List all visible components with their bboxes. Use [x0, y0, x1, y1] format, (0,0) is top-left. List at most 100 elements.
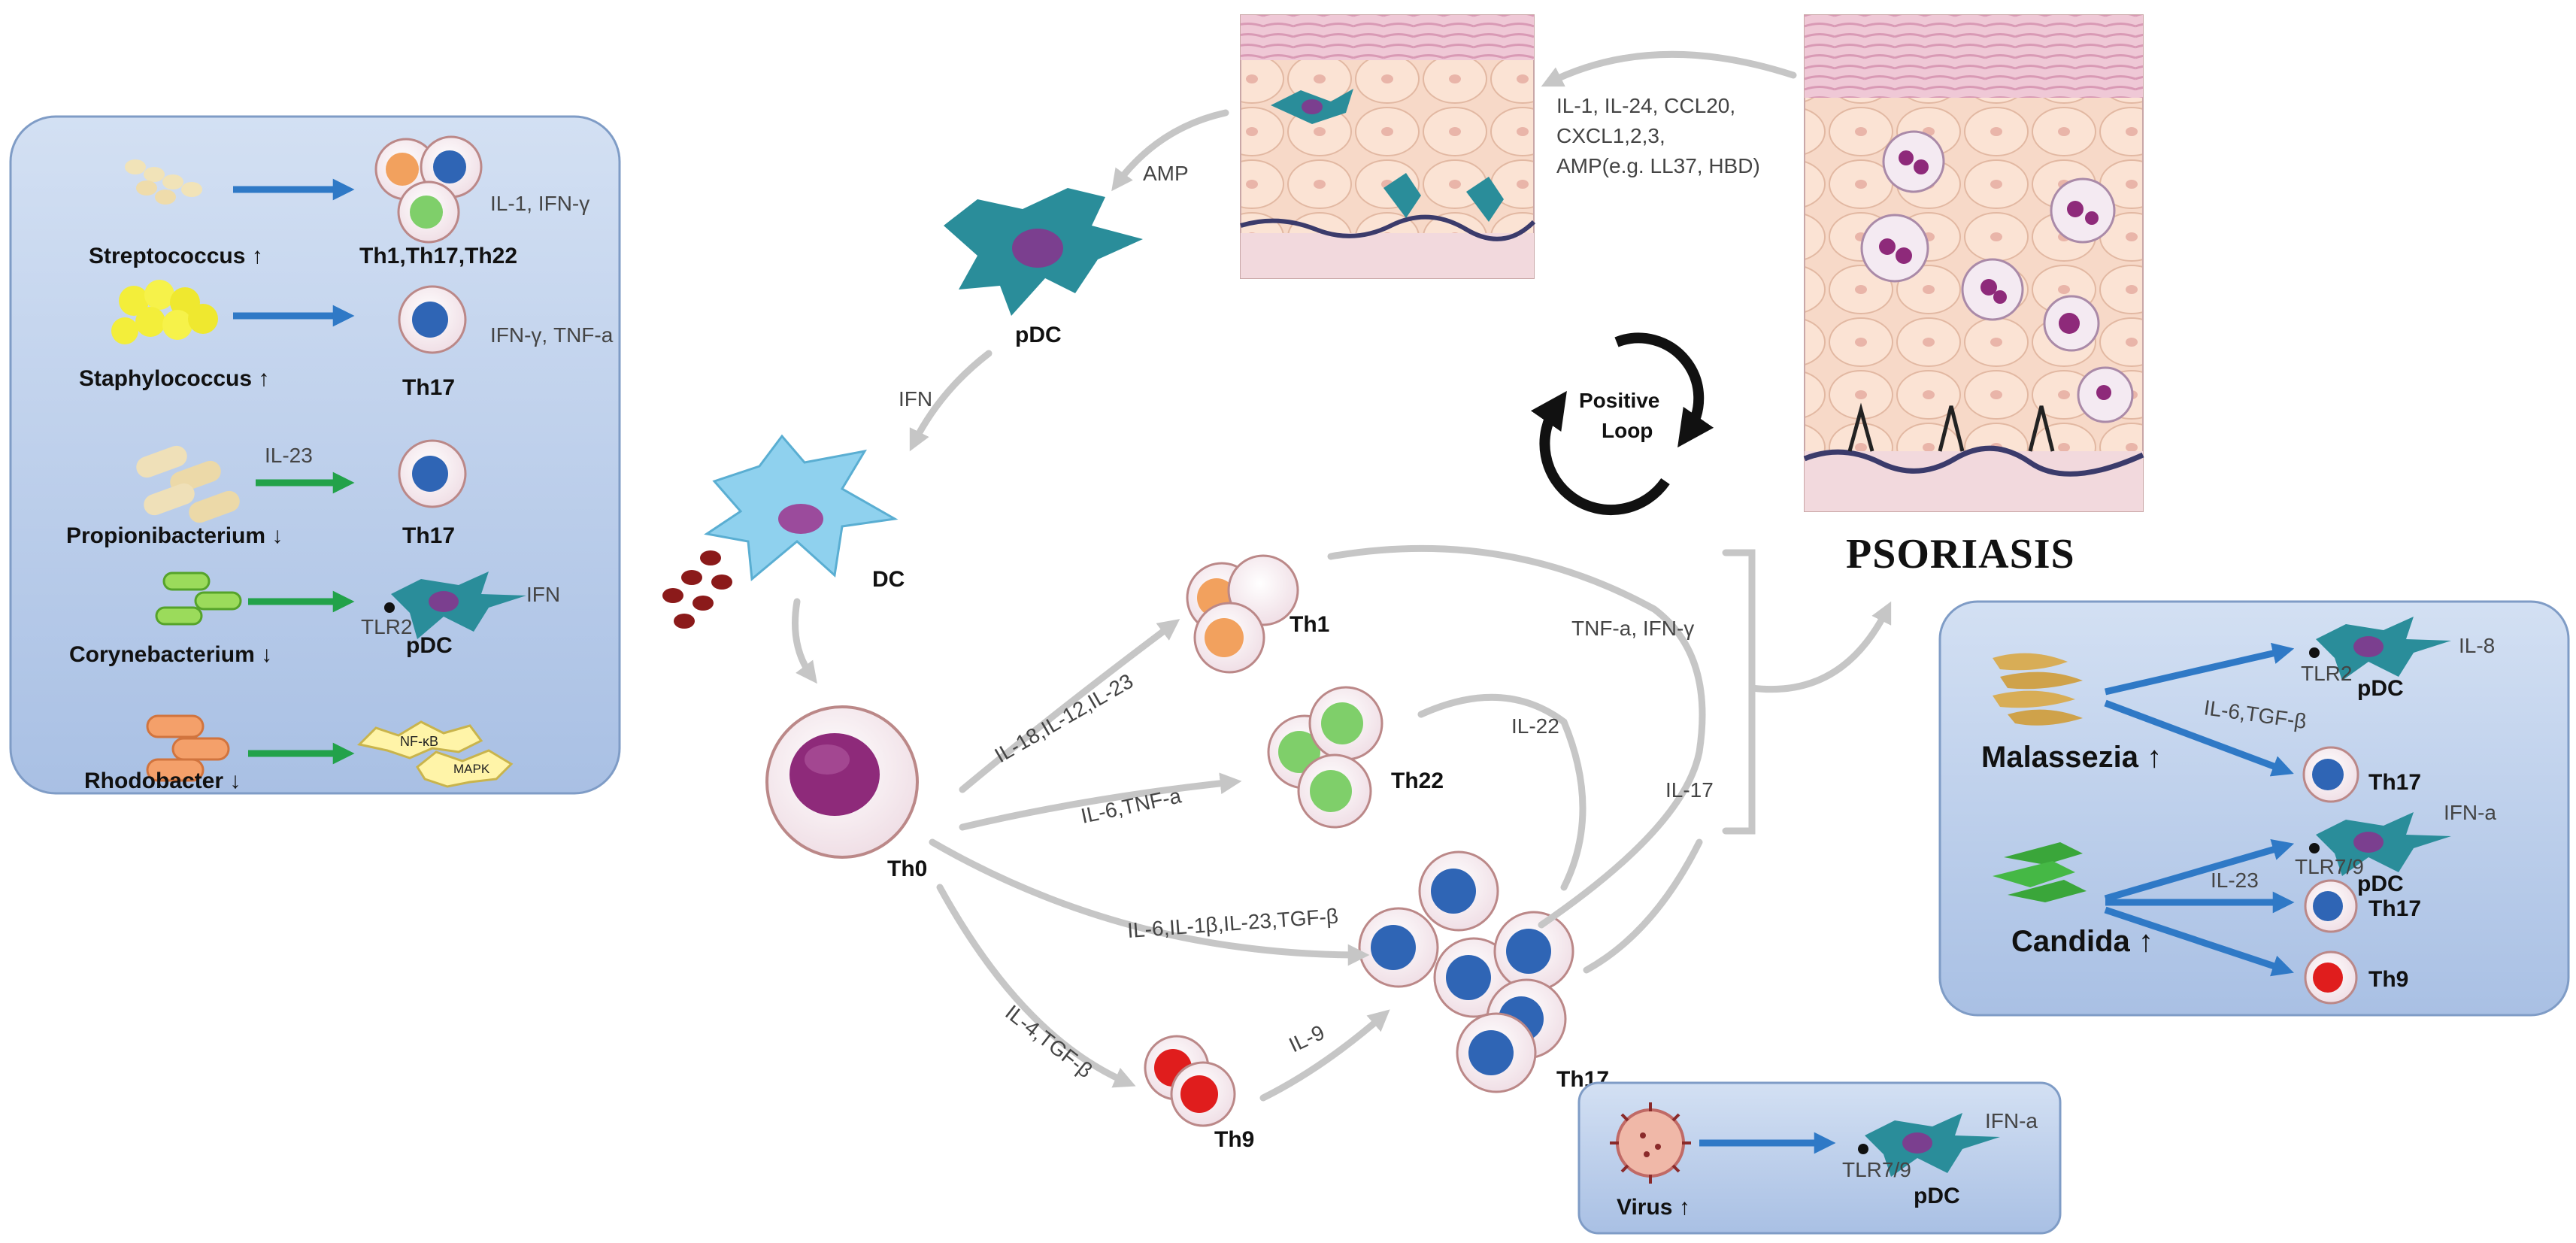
pdc-cell-icon	[2309, 812, 2451, 876]
candida-receptor: TLR7/9	[2295, 855, 2364, 878]
candida-to-th9-arrow	[2104, 906, 2294, 977]
amp-arrow	[1111, 109, 1229, 192]
candida-th9-label: Th9	[2368, 967, 2408, 992]
neutrophil-icons	[1860, 130, 2134, 423]
th-mix-cells-icon	[374, 135, 483, 244]
th1-label: Th1	[1290, 612, 1329, 637]
fungi-panel: Malassezia ↑ IL-6,TGF-β TLR2 pDC IL-8 Th…	[1938, 600, 2570, 1017]
streptococcus-row: IL-1, IFN-γ Streptococcus ↑ Th1,Th17,Th2…	[89, 135, 589, 268]
rhodobacter-label: Rhodobacter ↓	[84, 769, 241, 793]
mapk-label: MAPK	[453, 762, 490, 776]
th17-cell-icon	[398, 285, 467, 354]
amp-label: AMP	[1143, 162, 1189, 185]
th9-label: Th9	[1214, 1127, 1254, 1152]
corynebacterium-pdc-label: pDC	[406, 633, 453, 658]
streptococcus-cytokines: IL-1, IFN-γ	[490, 192, 589, 215]
candida-label: Candida ↑	[2011, 925, 2153, 958]
mapk-burst-icon: MAPK	[416, 749, 514, 788]
propionibacterium-row: IL-23 Propionibacterium ↓ Th17	[66, 439, 467, 548]
propionibacterium-label: Propionibacterium ↓	[66, 523, 283, 548]
staphylococcus-icon	[111, 280, 218, 344]
psoriasis-to-keratinocyte-arrow	[1541, 50, 1797, 87]
dc-label: DC	[872, 567, 905, 592]
bacteria-panel: IL-1, IFN-γ Streptococcus ↑ Th1,Th17,Th2…	[9, 115, 621, 795]
th0-label: Th0	[887, 856, 927, 881]
th0-to-th22-arrow	[959, 772, 1242, 831]
blood-vessel-icons	[1847, 402, 2055, 452]
th9-to-th17-arrow	[1259, 1009, 1390, 1102]
candida-to-pdc-arrow	[2104, 839, 2295, 902]
keratinocyte-cytokines-line3: AMP(e.g. LL37, HBD)	[1556, 154, 1760, 177]
to-th22-label: IL-6,TNF-a	[1079, 784, 1183, 828]
keratinocyte-cytokines-line1: IL-1, IL-24, CCL20,	[1556, 94, 1735, 117]
malassezia-receptor: TLR2	[2301, 662, 2352, 685]
th0-to-th9-arrow	[936, 884, 1136, 1088]
malassezia-pdc-cytokine: IL-8	[2459, 634, 2495, 657]
th0-cell-icon	[765, 705, 919, 859]
th0-to-th17-arrow	[929, 838, 1370, 966]
th9-cell-icon	[2304, 950, 2358, 1005]
malassezia-pdc-label: pDC	[2357, 676, 2404, 701]
skin-section-small	[1240, 14, 1536, 279]
bracket-to-psoriasis-arrow	[1748, 601, 1892, 693]
corynebacterium-label: Corynebacterium ↓	[69, 642, 272, 667]
streptococcus-label: Streptococcus ↑	[89, 244, 263, 268]
th22-effector-cytokines: IL-22	[1511, 714, 1559, 738]
th1-cell-icon	[1186, 554, 1299, 674]
th17-effector-line	[1583, 838, 1703, 974]
propionibacterium-cells: Th17	[402, 523, 455, 548]
virus-cytokine: IFN-a	[1985, 1109, 2038, 1132]
th17-cluster-icon	[1358, 850, 1574, 1093]
th22-cell-icon	[1267, 686, 1383, 829]
virus-receptor: TLR7/9	[1842, 1158, 1911, 1181]
candida-pdc-cytokine: IFN-a	[2444, 801, 2496, 824]
th22-effector-line	[1417, 693, 1587, 891]
psoriasis-title: PSORIASIS	[1846, 531, 2075, 578]
th1-effector-line	[1327, 544, 1706, 929]
pdc-label: pDC	[1015, 323, 1062, 347]
th9-to-th17-label: IL-9	[1285, 1020, 1328, 1057]
pdc-cell-icon	[944, 188, 1143, 316]
corynebacterium-icon	[155, 571, 242, 626]
streptococcus-cells: Th1,Th17,Th22	[359, 244, 517, 268]
malassezia-to-th17-arrow	[2104, 699, 2294, 777]
cytokine-bracket	[1722, 549, 1756, 835]
pdc-cell-icon	[2309, 617, 2451, 681]
propionibacterium-arrow-label: IL-23	[265, 444, 313, 467]
rhodobacter-icon	[146, 714, 230, 782]
th17-effector-cytokines: IL-17	[1665, 778, 1714, 802]
corynebacterium-receptor: TLR2	[361, 615, 412, 638]
ifn-arrow	[909, 350, 993, 452]
staphylococcus-row: IFN-γ, TNF-a Staphylococcus ↑ Th17	[79, 280, 614, 400]
skin-section-large	[1803, 14, 2144, 512]
keratinocyte-cytokines-line2: CXCL1,2,3,	[1556, 124, 1665, 147]
malassezia-icon	[1993, 653, 2083, 726]
virus-pdc-label: pDC	[1914, 1184, 1960, 1208]
nfkb-label: NF-κB	[400, 734, 438, 749]
malassezia-label: Malassezia ↑	[1981, 741, 2162, 774]
corynebacterium-row: TLR2 IFN pDC Corynebacterium ↓	[69, 571, 560, 667]
candida-th17-label: Th17	[2368, 896, 2421, 921]
candida-pdc-label: pDC	[2357, 872, 2404, 896]
th9-cell-icon	[1144, 1035, 1236, 1127]
th1-effector-cytokines: TNF-a, IFN-γ	[1571, 617, 1694, 640]
th17-cell-icon	[2304, 879, 2358, 933]
corynebacterium-cytokines: IFN	[526, 583, 560, 606]
positive-loop-line1: Positive	[1579, 389, 1659, 412]
propionibacterium-icon	[136, 445, 240, 523]
virus-icon	[1610, 1102, 1691, 1184]
virus-label: Virus ↑	[1617, 1195, 1690, 1220]
malassezia-to-pdc-arrow	[2104, 642, 2295, 696]
th22-label: Th22	[1391, 769, 1444, 793]
to-th1-label: IL-18,IL-12,IL-23	[991, 669, 1138, 767]
candida-arrow-label: IL-23	[2211, 869, 2259, 892]
antigen-particles-icon	[662, 550, 732, 629]
rhodobacter-row: NF-κB MAPK Rhodobacter ↓	[84, 714, 514, 793]
virus-panel: Virus ↑ TLR7/9 pDC IFN-a	[1577, 1081, 2062, 1235]
streptococcus-icon	[125, 159, 202, 205]
malassezia-th17-label: Th17	[2368, 770, 2421, 795]
to-th9-label: IL-4,TGF-β	[1001, 1000, 1096, 1082]
positive-loop-line2: Loop	[1602, 419, 1653, 442]
tlr2-receptor-icon	[384, 602, 395, 613]
